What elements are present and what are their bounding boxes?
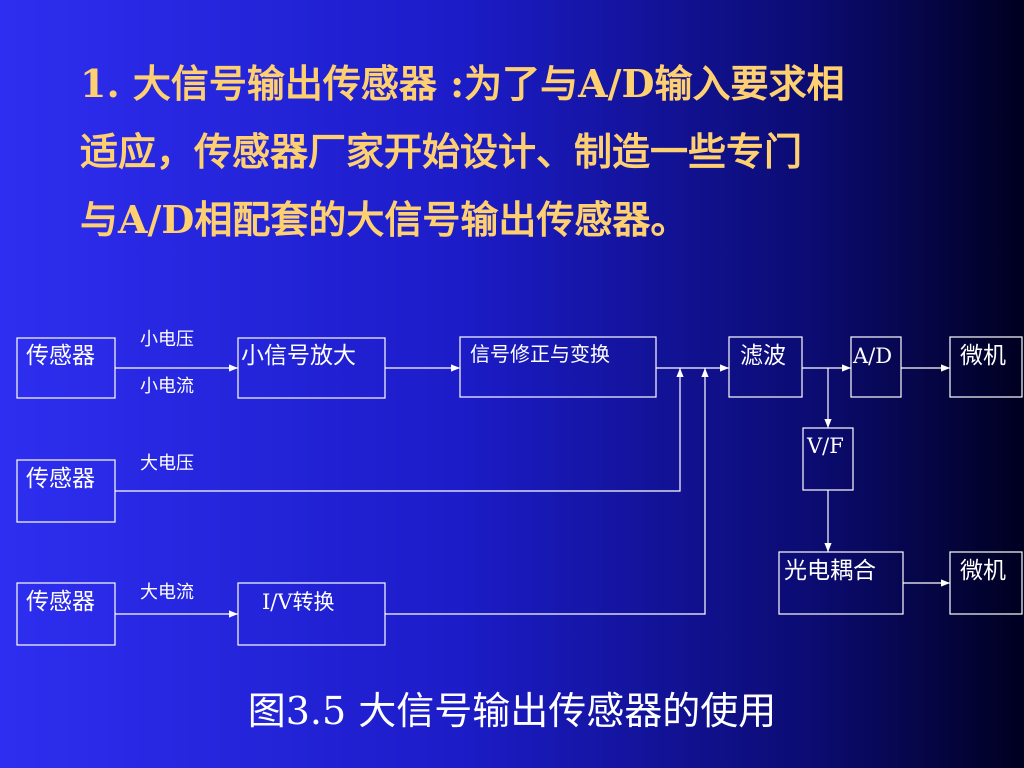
- optocoupler-label: 光电耦合: [784, 558, 876, 584]
- sensor2-to-filter-arrow: [115, 368, 684, 492]
- iv-convert-label: I/V转换: [262, 590, 335, 614]
- figure-caption: 图3.5 大信号输出传感器的使用: [247, 689, 777, 733]
- large-voltage-label: 大电压: [140, 453, 194, 474]
- filter-label: 滤波: [740, 343, 786, 369]
- heading-line-2: 适应，传感器厂家开始设计、制造一些专门: [80, 129, 803, 174]
- iv-to-filter-arrow: [385, 368, 709, 615]
- mcu-1-box: [949, 336, 1023, 398]
- sensor-3-label: 传感器: [26, 589, 95, 615]
- vf-label: V/F: [806, 434, 844, 458]
- ad-label: A/D: [852, 344, 892, 368]
- small-voltage-label: 小电压: [140, 329, 194, 350]
- sensor-1-label: 传感器: [26, 343, 95, 369]
- mcu-2-label: 微机: [960, 558, 1006, 584]
- signal-correction-box: [459, 336, 657, 398]
- heading-line-1: 1. 大信号输出传感器 :为了与A/D输入要求相: [80, 61, 845, 106]
- filter-box: [728, 336, 803, 398]
- small-signal-amp-label: 小信号放大: [241, 343, 356, 369]
- slide-heading: 1. 大信号输出传感器 :为了与A/D输入要求相 适应，传感器厂家开始设计、制造…: [80, 50, 980, 254]
- small-current-label: 小电流: [140, 376, 194, 397]
- sensor-2-label: 传感器: [26, 466, 95, 492]
- signal-correction-label: 信号修正与变换: [470, 342, 610, 366]
- mcu-1-label: 微机: [960, 343, 1006, 369]
- heading-line-3: 与A/D相配套的大信号输出传感器。: [80, 197, 689, 242]
- large-current-label: 大电流: [140, 582, 194, 603]
- ad-box: [850, 336, 902, 398]
